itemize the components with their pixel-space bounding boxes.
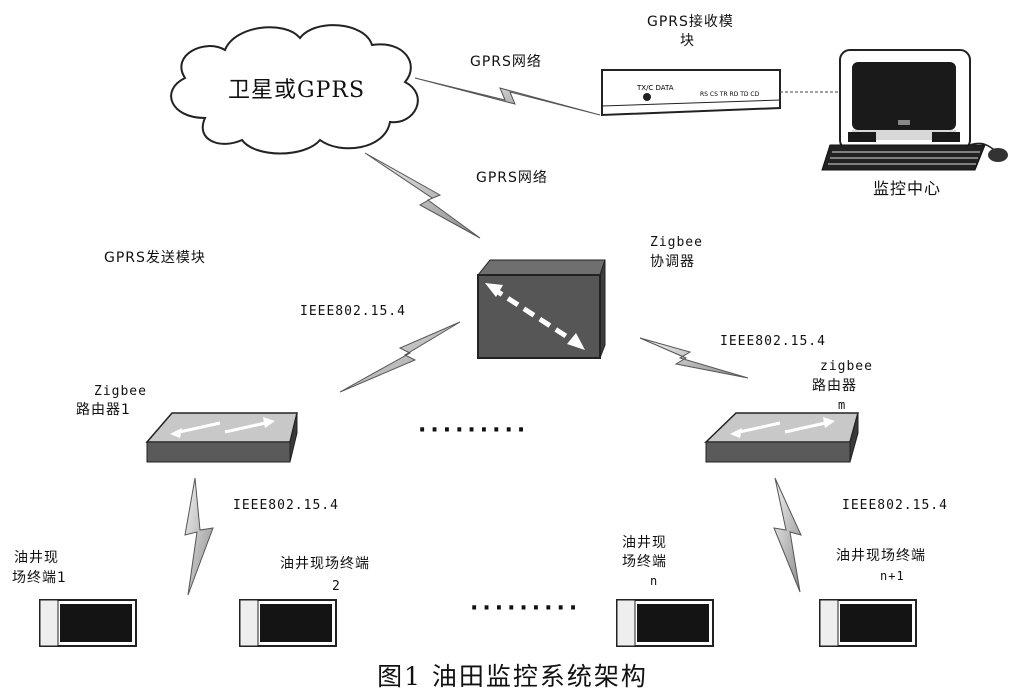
router-m-label-line3: m xyxy=(838,398,847,412)
monitor-center-computer xyxy=(821,49,1008,171)
more-terminals-ellipsis: ········· xyxy=(470,596,582,621)
terminal-n-label-line3: n xyxy=(650,574,659,588)
monitor-center-label: 监控中心 xyxy=(873,179,942,198)
figure-caption: 图1 油田监控系统架构 xyxy=(377,662,648,691)
terminal-2-label-line1: 油井现场终端 xyxy=(280,556,370,572)
ieee-bottom-right-label: IEEE802.15.4 xyxy=(842,498,948,513)
ieee-link-bolt-bottom-right xyxy=(773,477,802,593)
terminal-n-plus-1-label-line2: n+1 xyxy=(880,569,905,583)
gprs-receiver-label-line2: 块 xyxy=(680,33,695,49)
router-m-label-line2: 路由器 xyxy=(812,378,857,394)
router-1-label-line1: Zigbee xyxy=(94,384,147,399)
oil-well-terminal-n-plus-1 xyxy=(819,599,917,647)
ieee-link-bolt-left xyxy=(339,321,461,393)
gprs-receiver-modem: TX/C DATA RS CS TR RD TD CD xyxy=(601,69,781,117)
gprs-network-top-label: GPRS网络 xyxy=(470,54,542,70)
terminal-1-label-line2: 场终端1 xyxy=(12,570,67,586)
gprs-link-bolt-top xyxy=(414,77,601,116)
ieee-left-label: IEEE802.15.4 xyxy=(300,304,406,319)
gprs-network-mid-label: GPRS网络 xyxy=(476,170,548,186)
modem-port-labels: RS CS TR RD TD CD xyxy=(700,91,760,98)
terminal-n-label-line1: 油井现 xyxy=(622,535,667,551)
ieee-right-label: IEEE802.15.4 xyxy=(720,334,826,349)
oil-well-terminal-2 xyxy=(239,599,337,647)
ieee-bottom-left-label: IEEE802.15.4 xyxy=(233,498,339,513)
terminal-n-plus-1-label-line1: 油井现场终端 xyxy=(836,548,926,564)
zigbee-router-1-device xyxy=(145,412,298,463)
router-m-label-line1: zigbee xyxy=(820,359,873,374)
gprs-link-bolt-mid xyxy=(364,152,481,239)
router-1-label-line2: 路由器1 xyxy=(76,402,131,418)
oil-well-terminal-1 xyxy=(39,599,137,647)
ieee-link-bolt-bottom-left xyxy=(184,477,214,596)
satellite-gprs-cloud xyxy=(170,24,419,155)
gprs-receiver-label-line1: GPRS接收模 xyxy=(647,14,734,30)
terminal-1-label-line1: 油井现 xyxy=(14,550,59,566)
zigbee-coordinator-device xyxy=(476,259,606,359)
more-routers-ellipsis: ········· xyxy=(418,418,530,443)
ieee-link-bolt-right xyxy=(639,337,749,379)
terminal-n-label-line2: 场终端 xyxy=(622,554,667,570)
terminal-2-label-line2: 2 xyxy=(332,579,341,594)
cloud-label: 卫星或GPRS xyxy=(228,78,366,103)
zigbee-router-m-device xyxy=(704,412,859,463)
coordinator-label-line1: Zigbee xyxy=(650,235,703,250)
gprs-send-module-label: GPRS发送模块 xyxy=(104,250,206,266)
oil-well-terminal-n xyxy=(616,599,714,647)
coordinator-label-line2: 协调器 xyxy=(650,254,695,270)
modem-led-labels: TX/C DATA xyxy=(636,84,674,92)
